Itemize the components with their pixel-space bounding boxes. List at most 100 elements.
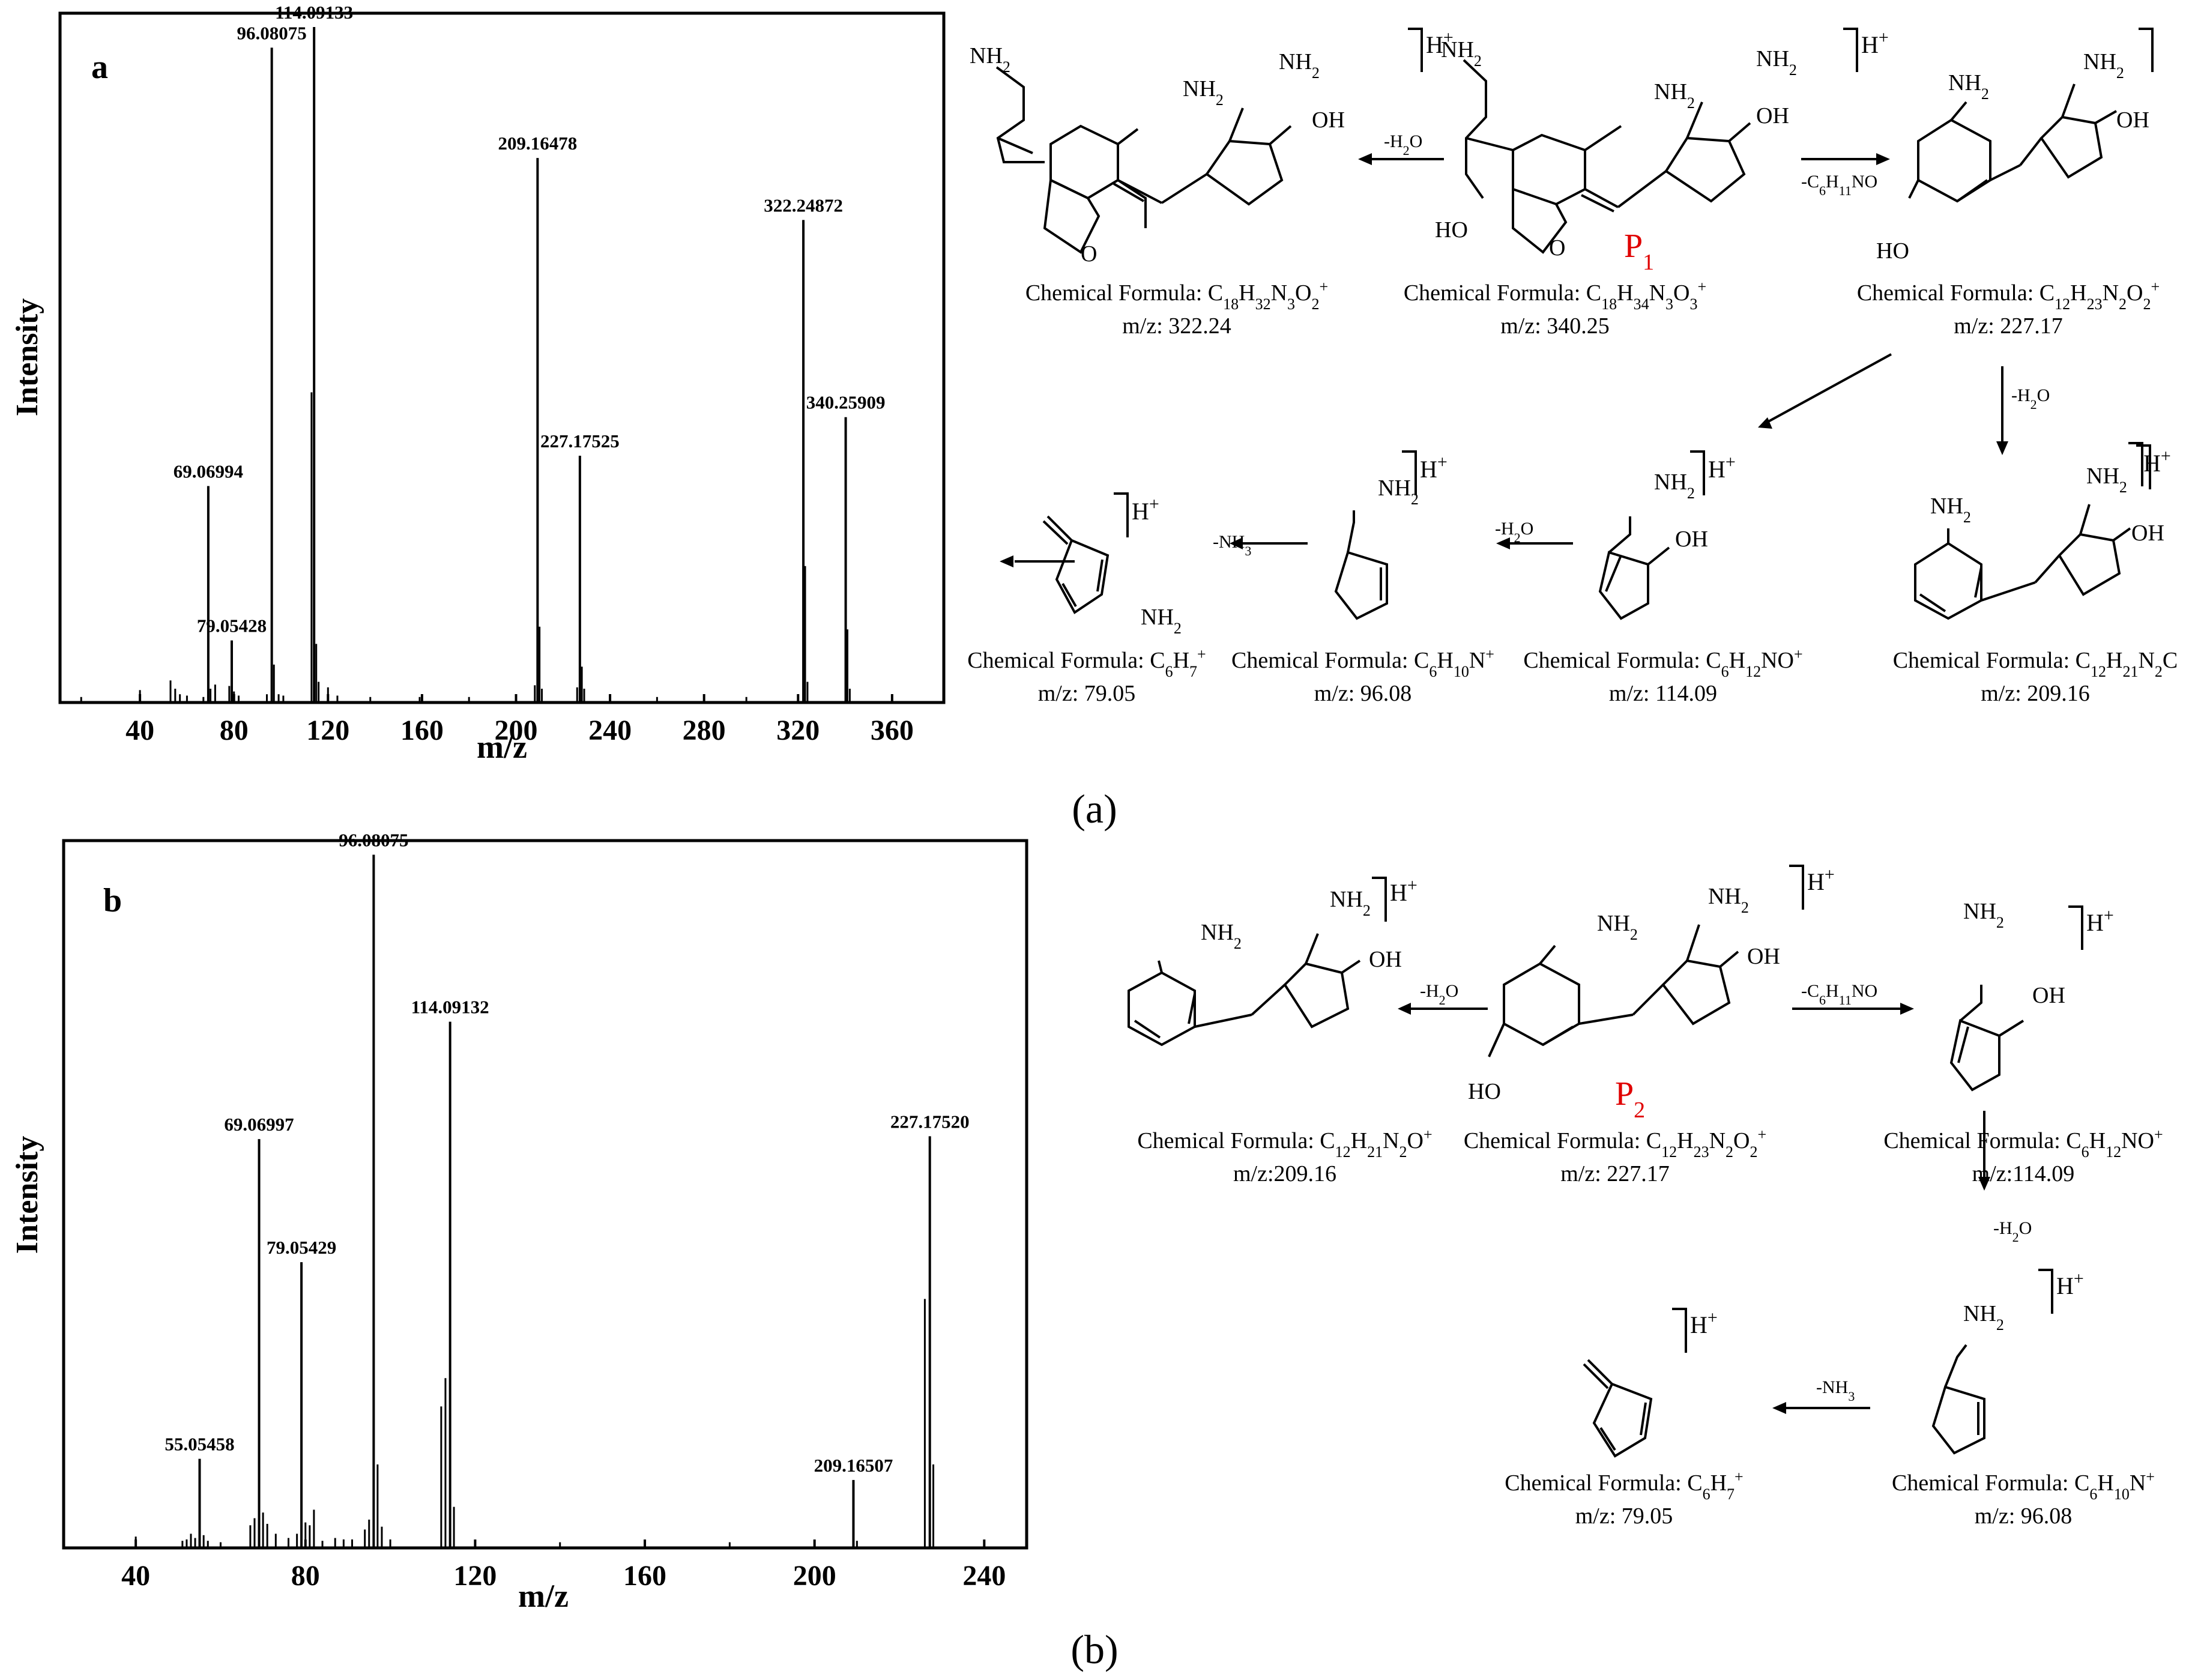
mz-value: m/z: 96.08 [1975,1503,2073,1529]
nh2-group: NH2 [1654,79,1695,112]
molecule-79-a [1042,515,1110,614]
nh2-group: NH2 [2083,49,2124,82]
x-tick-label: 80 [220,715,249,746]
loss-label-nh3: -NH3 [1213,532,1251,558]
scheme-a-structures [995,59,2131,620]
x-tick-label: 80 [291,1560,320,1592]
molecule-209-b [1128,933,1361,1047]
nh2-group: NH2 [1963,1301,2004,1334]
loss-label-h2o: -H2O [1495,519,1533,545]
mz-value: m/z: 322.24 [1122,313,1231,339]
plot-frame [62,839,1028,1550]
chemical-formula: Chemical Formula: C12H23N2O2+ [1857,278,2160,313]
nh2-group: NH2 [1654,470,1695,502]
nh2-group: NH2 [1930,494,1971,526]
nh2-group: NH2 [1141,605,1182,637]
nh2-group: NH2 [1378,476,1419,508]
nh2-group: NH2 [1330,887,1371,919]
oh-group: OH [2032,983,2065,1008]
mz-value: m/z: 79.05 [1575,1503,1673,1529]
peak-label: 69.06994 [174,461,243,482]
nh2-group: NH2 [1963,899,2004,931]
proton-charge: H+ [1420,452,1448,483]
molecule-p1 [1463,59,1751,254]
x-tick-label: 160 [623,1560,666,1592]
proton-charge: H+ [2056,1269,2084,1300]
nh2-group: NH2 [970,43,1010,76]
oh-group: OH [1747,944,1780,969]
nh2-group: NH2 [1279,49,1320,82]
peak-label: 340.25909 [806,392,886,413]
peak-label: 79.05428 [197,615,267,636]
molecule-96-a [1237,510,1388,620]
y-axis-label: Intensity [10,298,44,416]
panel-letter: b [103,882,122,919]
peak-label: 209.16507 [814,1455,893,1476]
peak-label: 114.09133 [275,2,353,23]
minor-peaks [80,392,851,703]
molecule-96-b [1780,1344,1985,1455]
nh2-group: NH2 [1201,920,1242,952]
oh-group: OH [1369,947,1402,972]
peak-label: 96.08075 [339,830,408,851]
molecule-114-a [1504,516,1670,620]
mz-value: m/z: 96.08 [1314,681,1412,706]
peak-label: 114.09132 [411,997,489,1018]
mz-value: m/z:114.09 [1972,1161,2075,1186]
y-axis-label: Intensity [10,1136,44,1254]
x-tick-label: 360 [871,715,914,746]
x-axis-label: m/z [518,1578,569,1614]
product-label: P1 [1624,228,1654,275]
oh-group: OH [1756,103,1789,128]
peak-label: 322.24872 [764,195,843,216]
caption-b: (b) [1070,1627,1118,1672]
arrows-row-a1 [1363,158,2003,447]
peak-label: 96.08075 [237,22,307,43]
loss-label-nh3: -NH3 [1816,1377,1855,1404]
scheme-b-structures [1128,924,2024,1458]
chemical-formula: Chemical Formula: C12H23N2O2+ [1464,1126,1766,1161]
nh2-group: NH2 [2086,464,2127,496]
plot-frame [58,11,946,704]
proton-charge: H+ [1807,865,1835,896]
chemical-formula: Chemical Formula: C18H34N3O3+ [1404,278,1706,313]
peak-label: 55.05458 [165,1434,234,1455]
peak-label: 227.17520 [890,1111,970,1132]
nh2-group: NH2 [1756,46,1797,79]
mz-value: m/z: 79.05 [1038,681,1136,706]
x-tick-label: 40 [121,1560,150,1592]
chemical-formula: Chemical Formula: C6H10N+ [1892,1468,2155,1503]
loss-label-h2o: -H2O [1993,1218,2032,1245]
proton-charge: H+ [1708,452,1736,483]
chemical-formula: Chemical Formula: C6H12NO+ [1883,1126,2163,1161]
proton-charge: H+ [1426,28,1454,59]
x-tick-label: 280 [683,715,726,746]
mz-value: m/z: 209.16 [1981,681,2090,706]
oh-group: OH [2116,107,2149,133]
x-tick-label: 40 [125,715,154,746]
mz-value: m/z:209.16 [1233,1161,1336,1186]
caption-a: (a) [1072,786,1117,832]
scheme-text-layer: Chemical Formula: C18H32N3O2+m/z: 322.24… [967,28,2178,1529]
peak-label: 209.16478 [498,133,577,154]
loss-label-h2o: -H2O [1384,131,1422,158]
ho-group: HO [1435,217,1468,243]
ring-oxygen: O [1549,235,1565,261]
x-tick-label: 200 [494,715,537,746]
loss-label-h2o: -H2O [2011,385,2050,412]
mz-value: m/z: 227.17 [1560,1161,1670,1186]
loss-label-c6h11no: -C6H11NO [1801,172,1877,198]
chemical-formula: Chemical Formula: C18H32N3O2+ [1025,278,1328,313]
mz-value: m/z: 114.09 [1609,681,1717,706]
x-tick-label: 240 [962,1560,1006,1592]
nh2-group: NH2 [1441,37,1482,70]
charge-brackets [1114,28,2154,1353]
molecule-p2 [1405,924,1906,1057]
arrowheads [1000,153,2008,1414]
chemical-formula: Chemical Formula: C6H12NO+ [1523,645,1802,680]
